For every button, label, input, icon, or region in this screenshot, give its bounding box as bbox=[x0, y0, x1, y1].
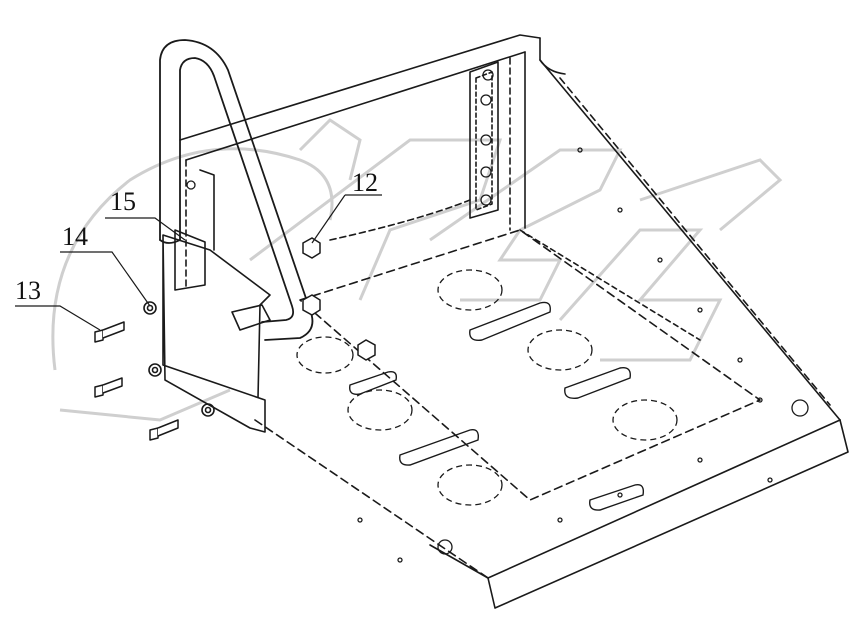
callout-12: 12 bbox=[352, 168, 378, 197]
platform-holes bbox=[186, 69, 809, 563]
opex-watermark-logo bbox=[51, 118, 783, 422]
floor-slots bbox=[349, 301, 645, 511]
hex-nuts bbox=[302, 237, 376, 361]
callout-13: 13 bbox=[15, 276, 41, 305]
mounting-bracket bbox=[143, 229, 271, 433]
floor-lightening-holes bbox=[296, 269, 678, 506]
bolts bbox=[94, 321, 179, 441]
leader-lines bbox=[15, 194, 382, 331]
callout-15: 15 bbox=[110, 187, 136, 216]
step-platform bbox=[179, 34, 849, 609]
callout-14: 14 bbox=[62, 222, 88, 251]
grab-handle bbox=[159, 39, 314, 341]
